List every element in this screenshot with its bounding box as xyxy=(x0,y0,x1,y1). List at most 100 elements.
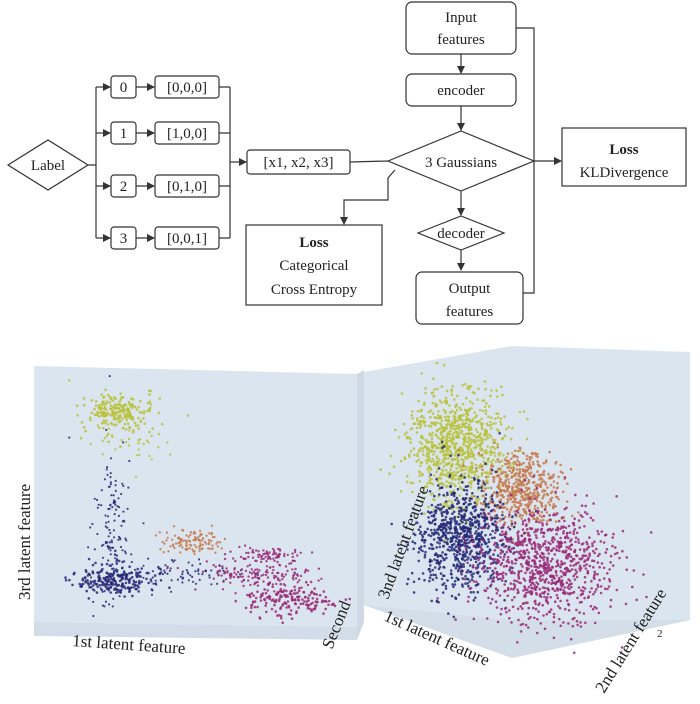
scatter-point xyxy=(264,570,268,574)
scatter-point xyxy=(146,409,149,413)
scatter-point xyxy=(542,469,546,473)
scatter-point xyxy=(575,608,578,612)
scatter-point xyxy=(497,483,501,487)
scatter-point xyxy=(496,494,499,498)
scatter-point xyxy=(469,448,473,451)
scatter-point xyxy=(528,580,532,584)
scatter-point xyxy=(498,432,501,435)
scatter-point xyxy=(570,568,574,571)
scatter-point xyxy=(109,553,112,556)
scatter-point xyxy=(251,551,254,554)
decoder-node xyxy=(416,215,506,251)
scatter-point xyxy=(464,418,468,422)
scatter-point xyxy=(518,461,521,464)
scatter-point xyxy=(292,574,295,577)
scatter-point xyxy=(100,393,103,396)
scatter-point xyxy=(139,575,142,578)
scatter-point xyxy=(552,636,556,640)
scatter-point xyxy=(465,489,469,492)
scatter-point xyxy=(546,587,549,590)
scatter-point xyxy=(462,515,466,519)
scatter-point xyxy=(531,460,535,464)
scatter-point xyxy=(462,550,465,553)
scatter-point xyxy=(459,570,463,574)
scatter-point xyxy=(596,530,599,533)
scatter-point xyxy=(198,558,201,561)
scatter-point xyxy=(124,440,128,444)
scatter-point xyxy=(558,606,562,610)
scatter-point xyxy=(518,504,522,508)
scatter-point xyxy=(179,538,182,541)
scatter-point xyxy=(435,600,439,603)
scatter-point xyxy=(157,446,160,449)
scatter-point xyxy=(519,492,522,495)
scatter-point xyxy=(124,581,128,585)
scatter-point xyxy=(546,561,549,564)
scatter-point xyxy=(272,557,275,560)
scatter-point xyxy=(503,415,506,418)
scatter-point xyxy=(499,417,503,421)
scatter-point xyxy=(197,568,200,571)
scatter-point xyxy=(412,447,416,450)
scatter-point xyxy=(513,572,516,575)
scatter-point xyxy=(489,427,493,430)
scatter-point xyxy=(454,566,458,570)
scatter-point xyxy=(455,463,458,466)
scatter-point xyxy=(492,553,495,556)
scatter-point xyxy=(458,506,461,509)
scatter-point xyxy=(566,482,569,485)
scatter-point xyxy=(496,503,499,507)
scatter-point xyxy=(545,612,549,616)
scatter-point xyxy=(566,536,570,540)
scatter-point xyxy=(503,434,507,438)
scatter-point xyxy=(425,461,429,465)
scatter-point xyxy=(180,543,183,546)
scatter-point xyxy=(221,588,225,591)
scatter-point xyxy=(525,548,529,552)
scatter-point xyxy=(389,454,393,458)
scatter-point xyxy=(532,513,536,517)
scatter-point xyxy=(446,471,450,475)
scatter-point xyxy=(97,574,101,577)
scatter-point xyxy=(452,585,455,589)
scatter-point xyxy=(191,564,194,567)
scatter-point xyxy=(487,538,490,541)
scatter-point xyxy=(470,428,473,432)
scatter-point xyxy=(504,530,508,534)
scatter-point xyxy=(272,551,276,554)
scatter-point xyxy=(516,490,519,494)
scatter-point xyxy=(223,557,227,561)
scatter-point xyxy=(108,528,111,532)
scatter-point xyxy=(446,415,450,419)
scatter-point xyxy=(397,436,401,439)
scatter-point xyxy=(453,421,457,425)
scatter-point xyxy=(520,556,523,559)
scatter-point xyxy=(463,555,466,558)
scatter-point xyxy=(440,419,444,423)
scatter-point xyxy=(444,426,448,430)
scatter-point xyxy=(458,494,462,497)
scatter-point xyxy=(528,458,532,462)
scatter-point xyxy=(471,419,474,423)
scatter-point xyxy=(250,604,253,607)
scatter-point xyxy=(527,480,531,483)
scatter-point xyxy=(140,411,144,414)
scatter-point xyxy=(572,532,575,536)
scatter-point xyxy=(487,512,490,515)
scatter-point xyxy=(143,422,146,425)
scatter-point xyxy=(463,451,467,455)
scatter-point xyxy=(552,620,556,624)
scatter-point xyxy=(405,435,409,439)
scatter-point xyxy=(484,429,487,432)
scatter-point xyxy=(570,543,573,547)
scatter-point xyxy=(487,525,491,528)
scatter-point xyxy=(473,505,476,508)
scatter-point xyxy=(105,434,109,437)
scatter-point xyxy=(489,602,492,605)
scatter-point xyxy=(631,585,634,589)
scatter-point xyxy=(268,551,271,554)
scatter-point xyxy=(459,532,463,535)
scatter-point xyxy=(533,547,537,550)
scatter-point xyxy=(132,404,135,408)
scatter-point xyxy=(419,530,423,534)
